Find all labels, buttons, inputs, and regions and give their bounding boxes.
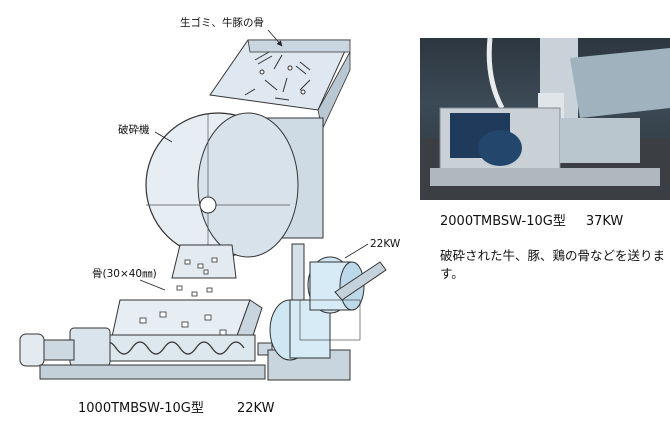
caption-kw: 22KW [237, 401, 275, 416]
model-name: 2000TMBSW-10G型 [440, 214, 566, 229]
caption-model: 1000TMBSW-10G型 [78, 401, 204, 416]
model-line: 2000TMBSW-10G型 37KW [440, 210, 670, 229]
label-waste: 生ゴミ、牛豚の骨 [180, 16, 264, 29]
waste-leader [267, 29, 283, 47]
label-crusher: 破砕機 [118, 123, 150, 136]
crusher [145, 112, 324, 258]
description: 破砕された牛、豚、鶏の骨などを送ります。 [440, 248, 666, 281]
model-kw: 37KW [585, 214, 624, 229]
motor-leader [344, 243, 369, 259]
screw-conveyor [19, 327, 273, 380]
feed-hopper [209, 39, 351, 132]
crusher-leader [154, 131, 173, 143]
output-chute [171, 244, 237, 297]
installation-photo [420, 38, 670, 200]
bone-leader [139, 279, 166, 291]
info-panel: 2000TMBSW-10G型 37KW 破砕された牛、豚、鶏の骨などを送ります。 [420, 210, 670, 283]
label-motor-kw: 22KW [370, 238, 401, 250]
motor-unit [267, 243, 387, 381]
crusher-pump-diagram: 生ゴミ、牛豚の骨 破砕機 骨(30×40㎜) 22KW 1000TMBSW-10… [19, 16, 401, 416]
label-bone-size: 骨(30×40㎜) [92, 268, 157, 280]
